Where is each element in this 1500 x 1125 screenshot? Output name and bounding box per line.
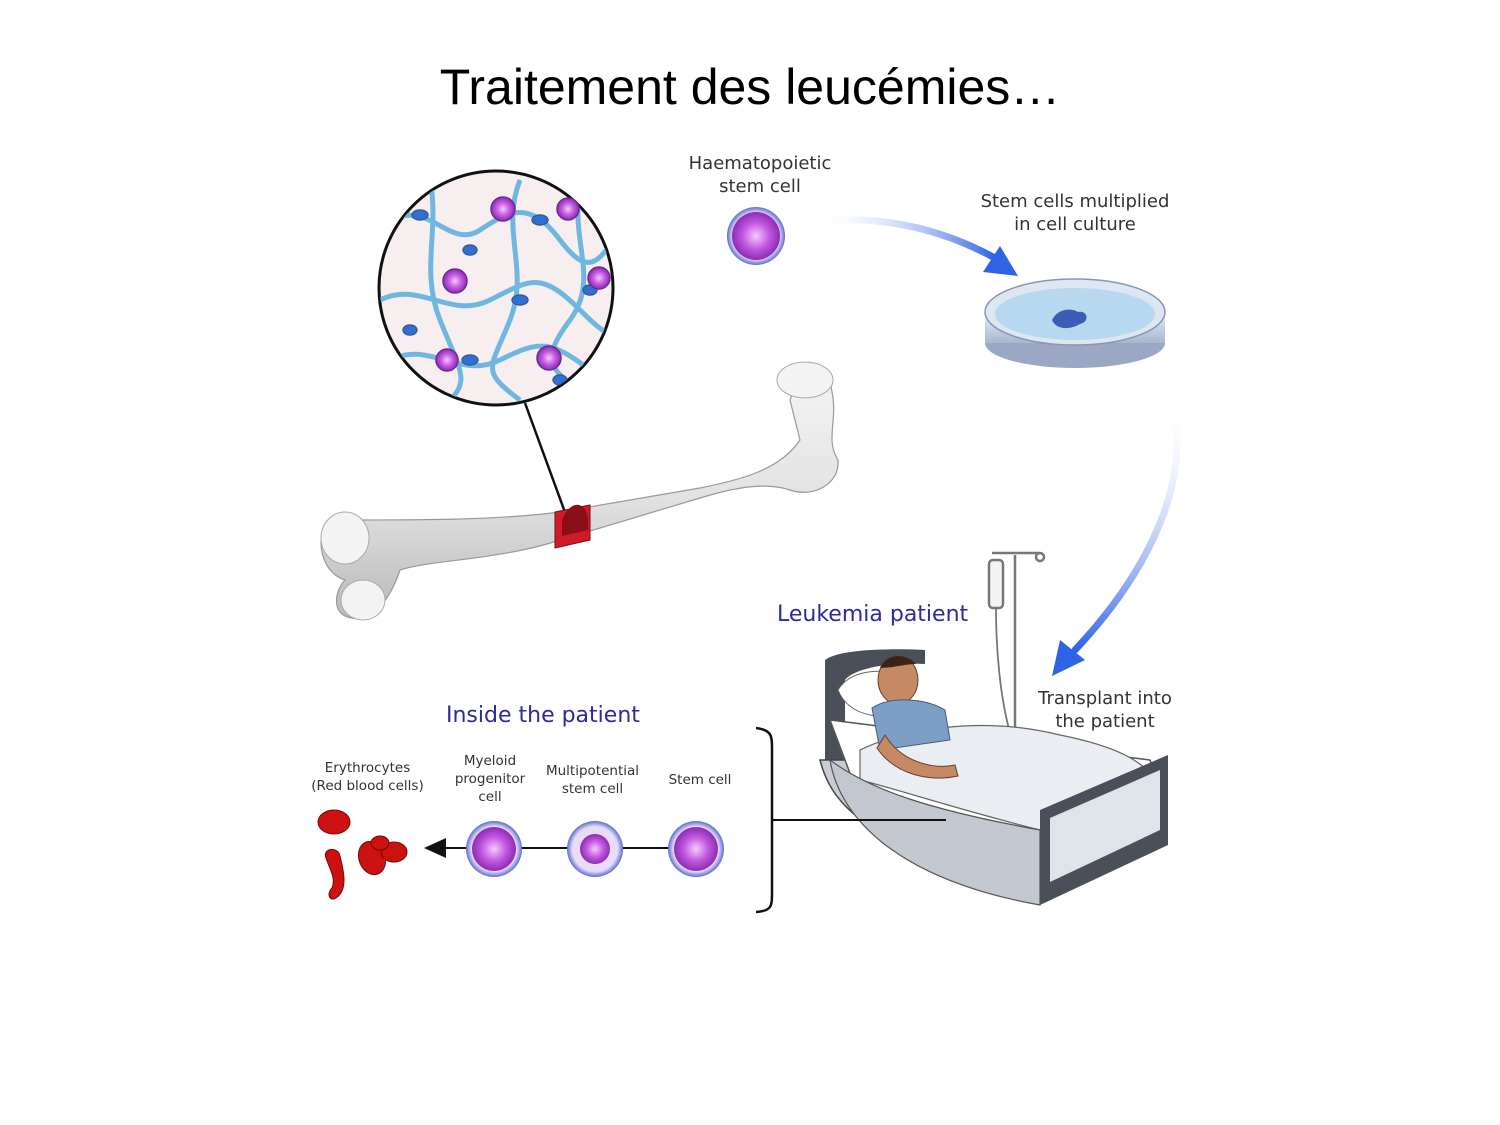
magnification-pointer <box>523 402 568 516</box>
stem-cell <box>668 821 724 877</box>
myeloid-label-line3: cell <box>478 789 502 806</box>
lineage-arrowhead <box>424 838 446 858</box>
transplant-label-line2: the patient <box>1055 710 1155 732</box>
arrow-to-transplant <box>1052 398 1181 676</box>
erythrocytes-label-line1: Erythrocytes <box>324 760 411 776</box>
femur-bone <box>320 361 839 621</box>
erythrocytes <box>317 809 408 900</box>
arrow-to-culture <box>808 216 1018 276</box>
myeloid-label: Myeloid progenitor cell <box>440 752 540 807</box>
transplant-label-line1: Transplant into <box>1038 688 1172 709</box>
slide-title: Traitement des leucémies… <box>439 59 1061 115</box>
multipotential-stem-cell <box>567 821 623 877</box>
myeloid-label-line1: Myeloid <box>463 753 517 769</box>
culture-label: Stem cells multiplied in cell culture <box>960 191 1190 236</box>
haematopoietic-label-line1: Haematopoietic <box>688 153 832 174</box>
petri-dish <box>984 278 1166 368</box>
multipotential-label: Multipotential stem cell <box>535 762 650 798</box>
culture-label-line2: in cell culture <box>1014 213 1136 235</box>
myeloid-label-line2: progenitor <box>454 771 526 788</box>
culture-label-line1: Stem cells multiplied <box>980 191 1170 212</box>
leukemia-patient-heading: Leukemia patient <box>777 602 969 627</box>
erythrocytes-label-line2: (Red blood cells) <box>311 778 424 795</box>
bone-marrow-magnification <box>377 169 615 407</box>
patient <box>837 655 959 779</box>
hospital-bed <box>819 649 1168 906</box>
erythrocytes-label: Erythrocytes (Red blood cells) <box>300 759 435 795</box>
myeloid-progenitor-cell <box>466 821 522 877</box>
haematopoietic-label: Haematopoietic stem cell <box>660 153 860 198</box>
inside-patient-heading: Inside the patient <box>446 703 640 728</box>
haematopoietic-stem-cell <box>727 207 785 265</box>
stem-cell-label: Stem cell <box>668 772 732 788</box>
multipotential-label-line1: Multipotential <box>545 763 640 779</box>
multipotential-label-line2: stem cell <box>561 781 624 798</box>
haematopoietic-label-line2: stem cell <box>719 175 801 197</box>
bracket <box>755 726 774 914</box>
transplant-label: Transplant into the patient <box>1010 688 1200 733</box>
